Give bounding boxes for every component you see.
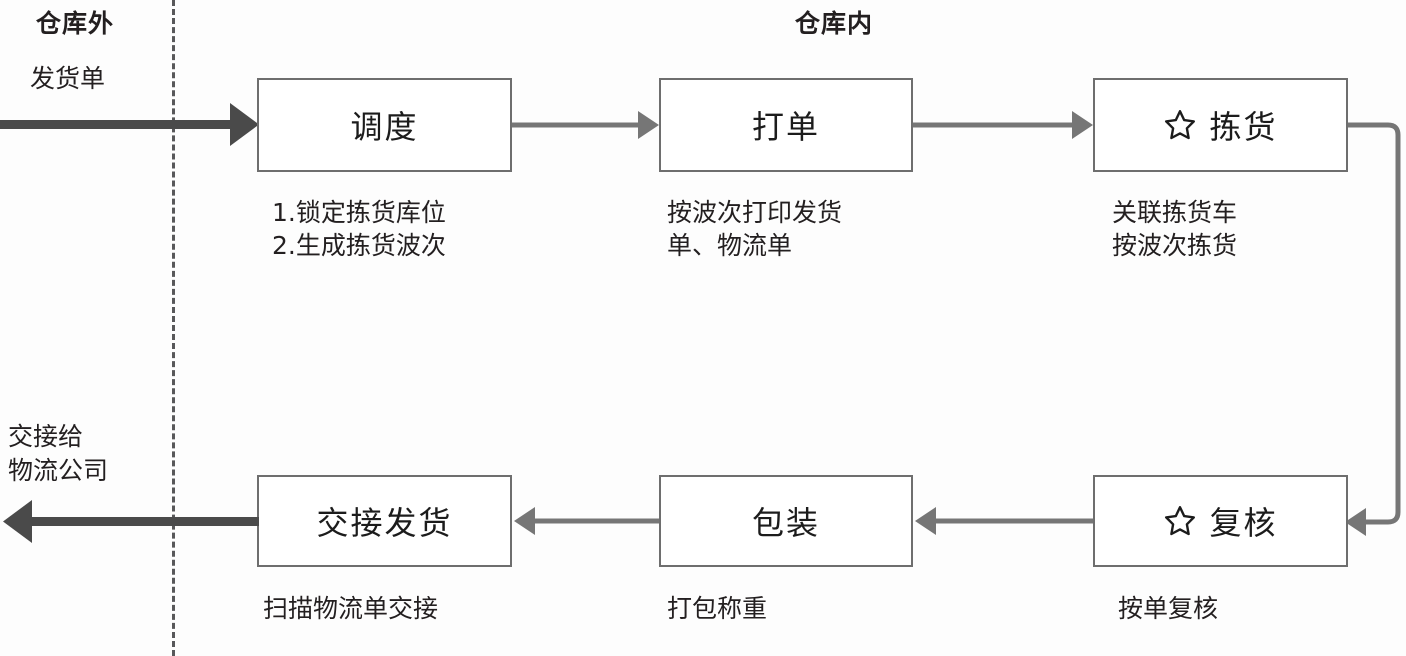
node-dispatch-label: 调度 [350, 108, 419, 146]
node-print-order-label: 打单 [751, 108, 820, 146]
connector-picking-to-review [1340, 110, 1406, 540]
node-picking-label: 拣货 [1209, 108, 1278, 146]
star-icon [1163, 108, 1197, 142]
connector-packaging-to-handover [509, 499, 662, 543]
external-label-inbound: 发货单 [30, 64, 106, 93]
caption-picking: 关联拣货车 按波次拣货 [1112, 198, 1238, 260]
node-packaging-label: 包装 [751, 504, 820, 542]
connector-review-to-packaging [910, 499, 1096, 543]
external-label-outbound: 交接给 物流公司 [8, 422, 109, 485]
caption-print-order: 按波次打印发货 单、物流单 [667, 198, 843, 260]
node-packaging[interactable]: 包装 [659, 475, 913, 567]
warehouse-boundary-divider [172, 0, 175, 656]
node-print-order[interactable]: 打单 [659, 78, 913, 172]
node-dispatch[interactable]: 调度 [257, 78, 512, 172]
node-review-label: 复核 [1209, 504, 1278, 542]
node-picking[interactable]: 拣货 [1093, 78, 1348, 172]
caption-packaging: 打包称重 [667, 594, 768, 623]
connector-print-order-to-picking [913, 103, 1096, 147]
caption-review: 按单复核 [1118, 594, 1219, 623]
zone-title-inside: 仓库内 [795, 9, 874, 38]
connector-inbound-arrow [0, 100, 262, 150]
connector-outbound-arrow [0, 497, 262, 547]
node-review[interactable]: 复核 [1093, 475, 1348, 567]
caption-handover: 扫描物流单交接 [263, 594, 439, 623]
zone-title-outside: 仓库外 [36, 9, 115, 38]
node-handover[interactable]: 交接发货 [257, 475, 512, 567]
star-icon [1163, 504, 1197, 538]
node-handover-label: 交接发货 [316, 504, 453, 542]
connector-dispatch-to-print-order [512, 103, 662, 147]
caption-dispatch: 1.锁定拣货库位 2.生成拣货波次 [272, 198, 446, 260]
